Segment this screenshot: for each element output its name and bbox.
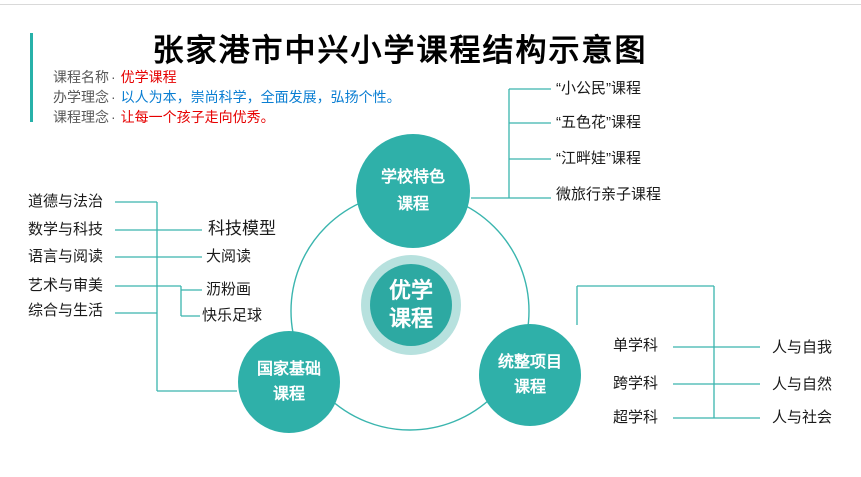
info-separator: ·	[111, 109, 116, 125]
node-label-line: 学校特色	[380, 169, 445, 186]
node-circle-national-basic	[238, 331, 340, 433]
node-label-national-basic: 国家基础 课程	[238, 331, 340, 433]
program-label: 快乐足球	[202, 307, 263, 324]
page-title: 张家港市中兴小学课程结构示意图	[152, 33, 648, 68]
info-value: 让每一个孩子走向优秀。	[120, 109, 275, 125]
program-label: 科技模型	[208, 219, 276, 238]
node-label-line: 统整项目	[497, 354, 562, 371]
subject-label: 艺术与审美	[28, 277, 104, 294]
subject-label: 语言与阅读	[28, 248, 104, 265]
node-label-integrated-project: 统整项目 课程	[479, 324, 581, 426]
node-label-school-special: 学校特色 课程	[356, 134, 470, 248]
center-label: 优学 课程	[370, 264, 452, 346]
node-label-line: 国家基础	[256, 361, 321, 378]
program-label: 沥粉画	[206, 281, 252, 298]
domain-label: 人与社会	[772, 409, 833, 426]
level-label: 跨学科	[613, 375, 659, 392]
center-label-line: 优学	[388, 278, 433, 303]
node-circle-school-special	[356, 134, 470, 248]
info-label: 课程理念	[53, 109, 109, 125]
info-label: 课程名称	[53, 69, 109, 85]
domain-label: 人与自然	[772, 376, 833, 393]
info-label: 办学理念	[53, 89, 109, 105]
info-row-school-philosophy: 办学理念·以人为本，崇尚科学，全面发展，弘扬个性。	[53, 89, 401, 105]
center-label-line: 课程	[388, 306, 433, 331]
info-row-course-name: 课程名称·优学课程	[53, 69, 177, 85]
info-separator: ·	[111, 89, 116, 105]
domain-label: 人与自我	[772, 339, 833, 356]
special-course-label: 微旅行亲子课程	[556, 186, 662, 203]
special-course-label: “小公民”课程	[556, 80, 641, 97]
level-label: 单学科	[613, 337, 659, 354]
node-label-line: 课程	[272, 386, 305, 403]
accent-bar	[30, 33, 33, 122]
level-label: 超学科	[613, 409, 659, 426]
info-row-course-philosophy: 课程理念·让每一个孩子走向优秀。	[53, 109, 275, 125]
info-value: 优学课程	[120, 69, 177, 85]
center-circle	[370, 264, 452, 346]
node-circle-integrated-project	[479, 324, 581, 426]
program-label: 大阅读	[206, 248, 252, 265]
subject-label: 道德与法治	[28, 193, 104, 210]
subject-label: 综合与生活	[28, 302, 104, 319]
node-label-line: 课程	[513, 379, 546, 396]
special-course-label: “五色花”课程	[556, 114, 641, 131]
info-separator: ·	[111, 69, 116, 85]
node-label-line: 课程	[396, 196, 429, 213]
info-value: 以人为本，崇尚科学，全面发展，弘扬个性。	[120, 89, 401, 105]
subject-label: 数学与科技	[28, 221, 104, 238]
special-course-label: “江畔娃”课程	[556, 150, 641, 167]
top-divider-line	[0, 4, 861, 5]
